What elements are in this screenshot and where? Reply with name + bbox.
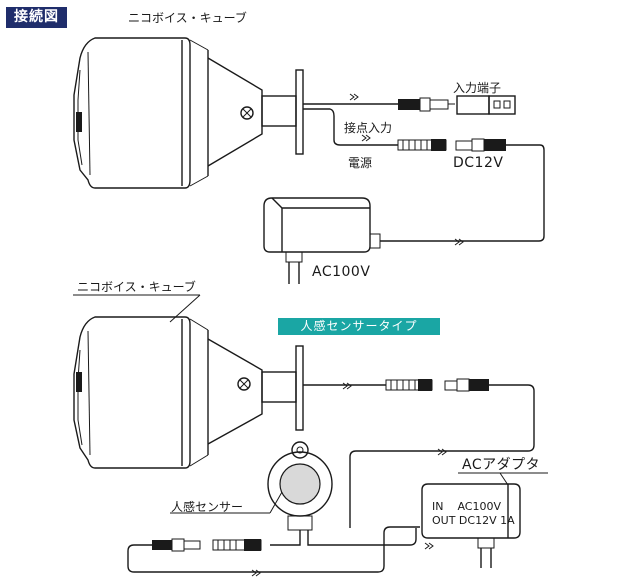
ac100v-label: AC100V (312, 264, 371, 280)
dc-jack-top (397, 138, 506, 152)
contact-input-plug (398, 97, 455, 112)
human-sensor-icon (267, 441, 333, 531)
section-tag: 接続図 (6, 7, 67, 28)
input-terminal-icon (456, 95, 516, 115)
contact-input-label: 接点入力 (344, 121, 393, 135)
product-title: ニコボイス・キューブ (128, 11, 247, 25)
ac-adapter-bottom (421, 472, 548, 568)
adapter-title: ACアダプタ (462, 457, 541, 473)
cube-label-bottom: ニコボイス・キューブ (77, 280, 196, 294)
screw-icon (240, 106, 254, 120)
speaker-cube-bottom (73, 316, 304, 469)
sensor-plug-jack (152, 538, 262, 552)
input-terminal-label: 入力端子 (453, 81, 502, 95)
adapter-out-label: OUT DC12V 1A (432, 514, 515, 527)
dc12v-label: DC12V (453, 155, 504, 171)
human-sensor-label: 人感センサー (171, 500, 244, 514)
speaker-cube-top (73, 37, 304, 189)
sensor-type-badge: 人感センサータイプ (278, 318, 440, 335)
ac-adapter-top (263, 197, 381, 284)
power-label: 電源 (348, 156, 373, 170)
dc-jack-bottom (385, 378, 489, 392)
adapter-in-label: IN AC100V (432, 500, 501, 513)
screw-icon (237, 377, 251, 391)
